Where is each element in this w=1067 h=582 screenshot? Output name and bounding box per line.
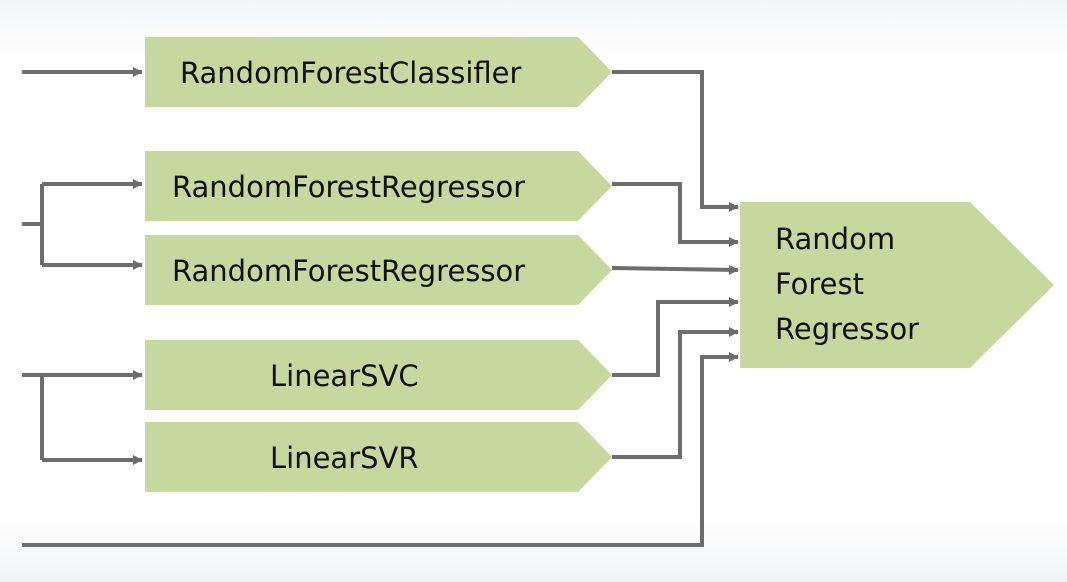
node-lsvc-box (145, 340, 612, 410)
connector-rfr1-final (612, 182, 739, 247)
label-group: RandomForestClassifler RandomForestRegre… (172, 56, 919, 475)
connector-lsvr-final (612, 327, 739, 459)
node-lsvr-label: LinearSVR (270, 441, 419, 475)
connector-lsvc-final (612, 297, 739, 377)
node-group (145, 37, 1054, 492)
node-rfr2-box (145, 235, 612, 305)
connector-passthrough-final (22, 352, 739, 547)
node-rfr1-box (145, 151, 612, 221)
node-rfr2-label: RandomForestRegressor (172, 254, 525, 288)
node-final-box (740, 202, 1054, 368)
node-final-label-line2: Forest (775, 267, 864, 301)
connector-group (22, 67, 739, 547)
connector-rfr2-final (611, 264, 739, 275)
connector-rfc-final (612, 70, 739, 212)
node-rfr1-label: RandomForestRegressor (172, 170, 525, 204)
node-lsvc-label: LinearSVC (270, 359, 419, 393)
node-final-label-line1: Random (775, 222, 895, 256)
node-rfc-label: RandomForestClassifler (180, 56, 522, 90)
node-rfc-box (145, 37, 612, 107)
node-final-label-line3: Regressor (775, 312, 919, 346)
node-lsvr-box (145, 422, 612, 492)
